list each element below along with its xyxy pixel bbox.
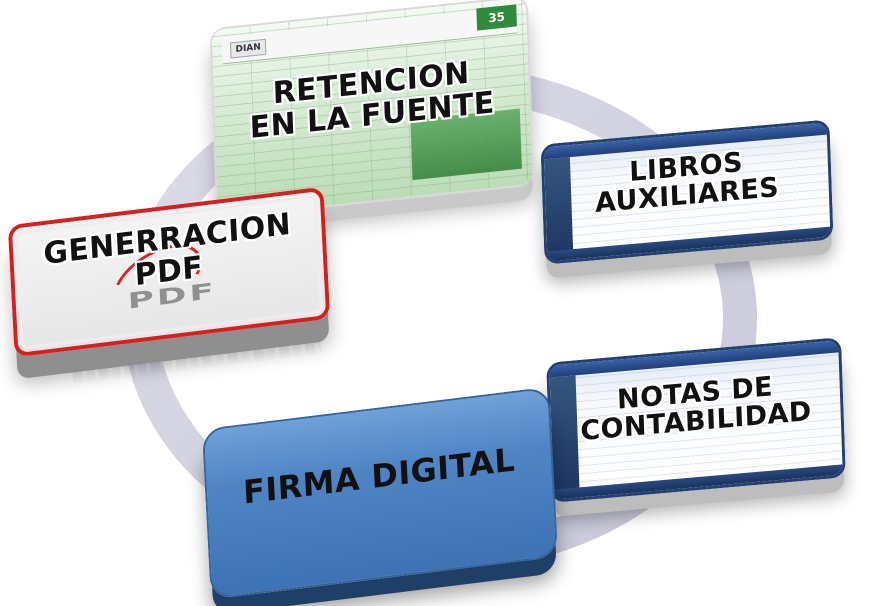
step-retencion-en-la-fuente: DIAN 35 RETENCION EN LA FUENTE (209, 0, 535, 219)
step-notas-de-contabilidad: NOTAS DE CONTABILIDAD (546, 337, 846, 503)
form-number-badge: 35 (476, 4, 517, 31)
step-libros-auxiliares: LIBROS AUXILIARES (540, 119, 834, 265)
dian-logo: DIAN (230, 38, 267, 59)
